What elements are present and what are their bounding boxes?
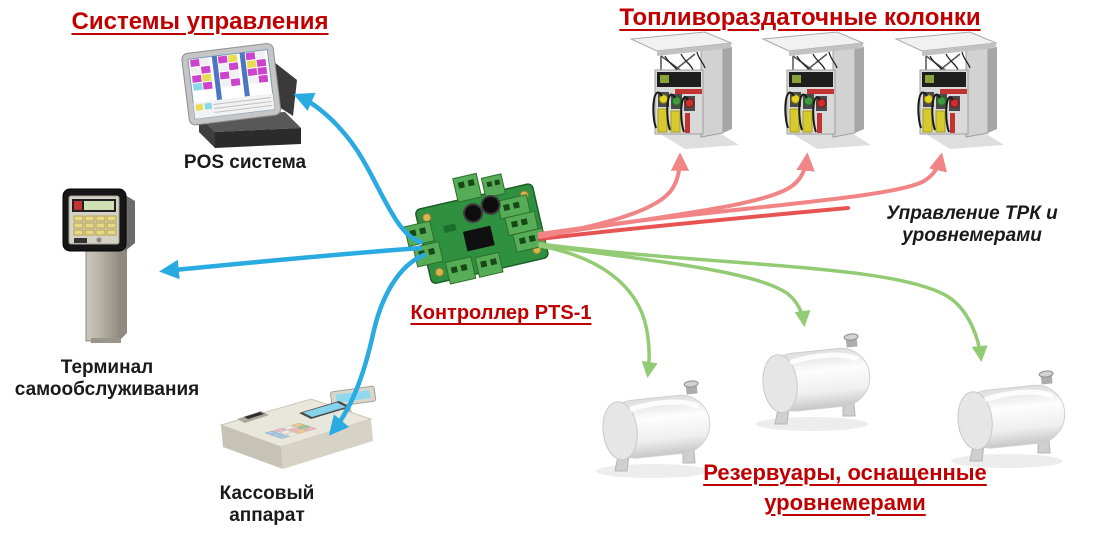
controller-board-illustration xyxy=(403,172,549,285)
control-systems-title: Системы управления xyxy=(71,8,329,35)
red-accent-line xyxy=(538,206,850,241)
trk-note-line1: Управление ТРК и xyxy=(886,203,1058,224)
terminal-label-line1: Терминал xyxy=(60,357,154,378)
blue-arrow-to-terminal xyxy=(159,245,423,280)
tanks-title-line2: уровнемерами xyxy=(764,489,926,515)
self-service-terminal-illustration xyxy=(62,188,135,343)
controller-label: Контроллер PTS-1 xyxy=(410,302,592,324)
trk-control-note: Управление ТРК и уровнемерами xyxy=(858,203,1086,247)
self-service-terminal-label: Терминал самообслуживания xyxy=(2,357,212,401)
tank-3-illustration xyxy=(951,369,1068,468)
green-arrow-to-tank-2 xyxy=(538,243,811,327)
trk-note-line2: уровнемерами xyxy=(902,224,1042,246)
fuel-dispensers-title: Топливораздаточные колонки xyxy=(619,4,981,31)
green-arrow-to-tank-3 xyxy=(538,242,988,363)
fuel-dispenser-3-illustration xyxy=(895,31,1005,150)
pos-system-label: POS система xyxy=(183,152,307,173)
blue-arrow-to-pos xyxy=(293,92,424,245)
terminal-label-line2: самообслуживания xyxy=(14,378,200,400)
tanks-title-line1: Резервуары, оснащенные xyxy=(703,460,987,485)
cash-label-line2: аппарат xyxy=(229,504,305,526)
red-arrow-to-dispenser-3 xyxy=(538,152,947,236)
tanks-title: Резервуары, оснащенные уровнемерами xyxy=(655,458,1035,517)
blue-arrow-to-cash-register xyxy=(328,252,427,436)
green-arrow-to-tank-1 xyxy=(538,244,658,378)
tank-2-illustration xyxy=(756,332,873,431)
fuel-dispenser-1-illustration xyxy=(630,31,740,150)
pos-system-illustration xyxy=(181,43,301,148)
fuel-dispenser-2-illustration xyxy=(762,31,872,150)
cash-label-line1: Кассовый xyxy=(219,483,315,504)
cash-register-label: Кассовый аппарат xyxy=(192,483,342,527)
